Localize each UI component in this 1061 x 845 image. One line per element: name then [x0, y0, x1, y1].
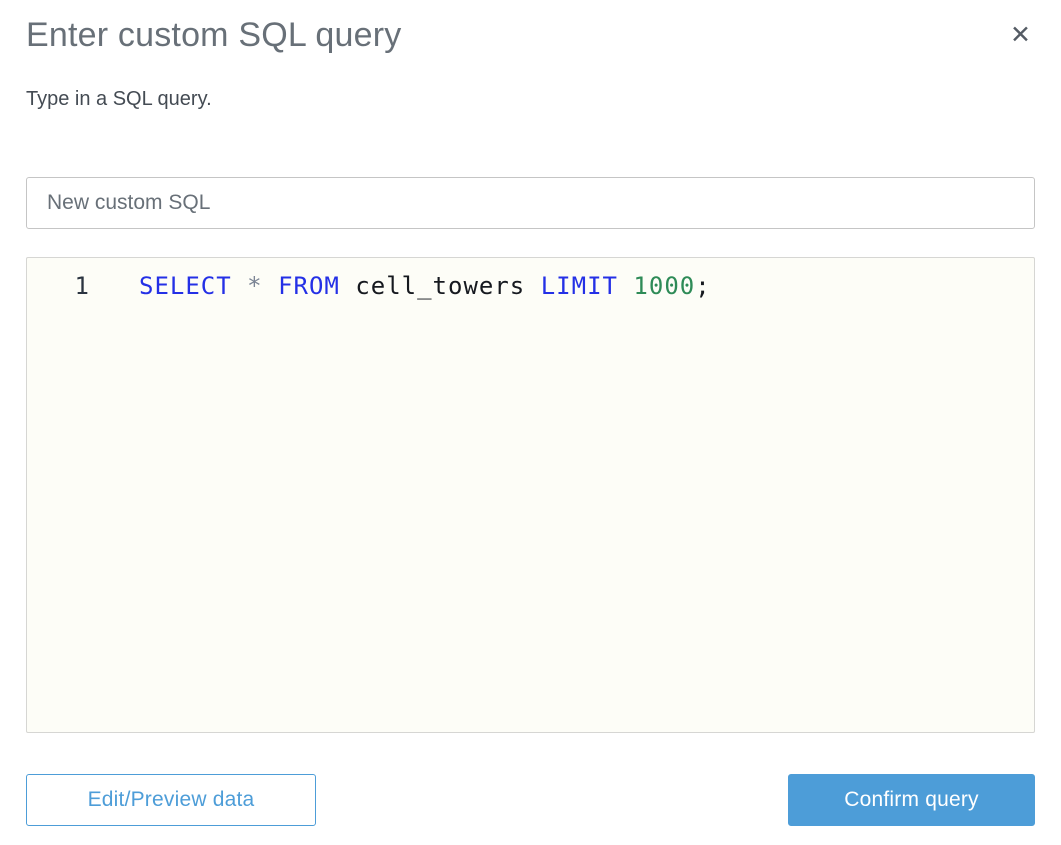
- code-token-plain: [263, 272, 278, 300]
- sql-code-editor[interactable]: 1 SELECT * FROM cell_towers LIMIT 1000;: [26, 257, 1035, 734]
- query-name-input[interactable]: [26, 177, 1035, 230]
- code-token-keyword: SELECT: [139, 272, 232, 301]
- dialog-subtitle: Type in a SQL query.: [26, 88, 212, 111]
- dialog-header: Enter custom SQL query ✕: [26, 0, 1035, 54]
- close-icon[interactable]: ✕: [1004, 19, 1037, 52]
- code-token-identifier: cell_towers: [355, 272, 526, 301]
- edit-preview-data-button[interactable]: Edit/Preview data: [26, 774, 316, 827]
- dialog-footer: Edit/Preview data Confirm query: [26, 774, 1035, 827]
- code-line-tokens: SELECT * FROM cell_towers LIMIT 1000;: [139, 271, 711, 301]
- code-token-punctuation: ;: [695, 272, 711, 301]
- code-token-keyword: LIMIT: [540, 272, 618, 301]
- code-token-operator: *: [247, 272, 263, 301]
- code-token-number: 1000: [633, 272, 696, 301]
- code-line: 1 SELECT * FROM cell_towers LIMIT 1000;: [27, 271, 1034, 301]
- code-token-plain: [525, 272, 540, 300]
- code-token-plain: [340, 272, 355, 300]
- code-token-keyword: FROM: [278, 272, 340, 301]
- code-token-plain: [618, 272, 633, 300]
- line-number: 1: [74, 272, 89, 301]
- dialog-title: Enter custom SQL query: [26, 16, 402, 54]
- code-token-plain: [232, 272, 247, 300]
- confirm-query-button[interactable]: Confirm query: [788, 774, 1035, 827]
